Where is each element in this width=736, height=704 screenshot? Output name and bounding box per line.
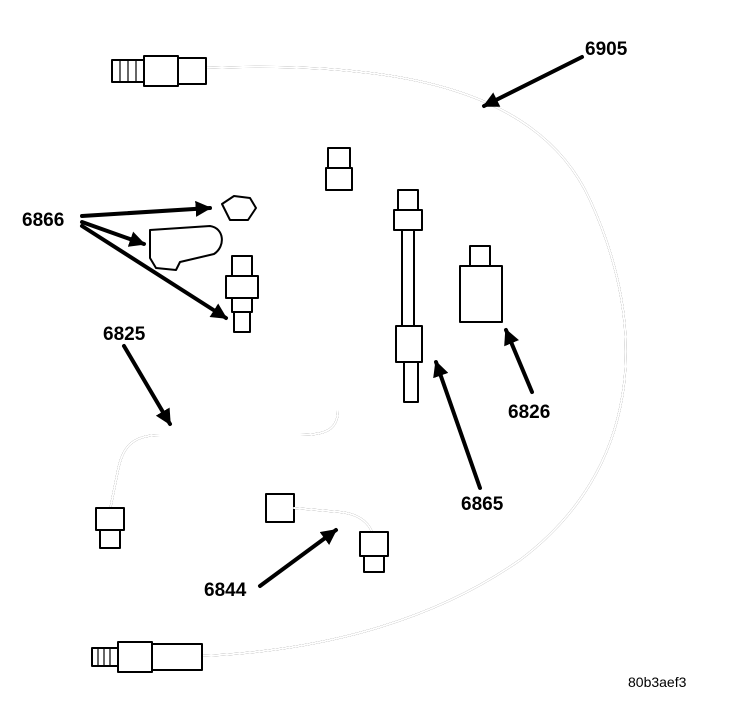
callout-6865: 6865 — [461, 494, 504, 515]
adapter-6826 — [459, 245, 503, 323]
tube-6865 — [393, 189, 423, 403]
leader-arrows — [80, 55, 584, 588]
callout-6844: 6844 — [204, 580, 247, 601]
elbow-6844 — [265, 493, 389, 573]
callout-6866: 6866 — [22, 210, 64, 231]
figure-code: 80b3aef3 — [628, 674, 687, 690]
callout-6905: 6905 — [585, 39, 628, 60]
tube-6825 — [95, 147, 353, 549]
callout-6826: 6826 — [508, 402, 550, 423]
hose-6905 — [91, 55, 627, 673]
callout-6825: 6825 — [103, 324, 146, 345]
parts-6866 — [149, 195, 259, 333]
